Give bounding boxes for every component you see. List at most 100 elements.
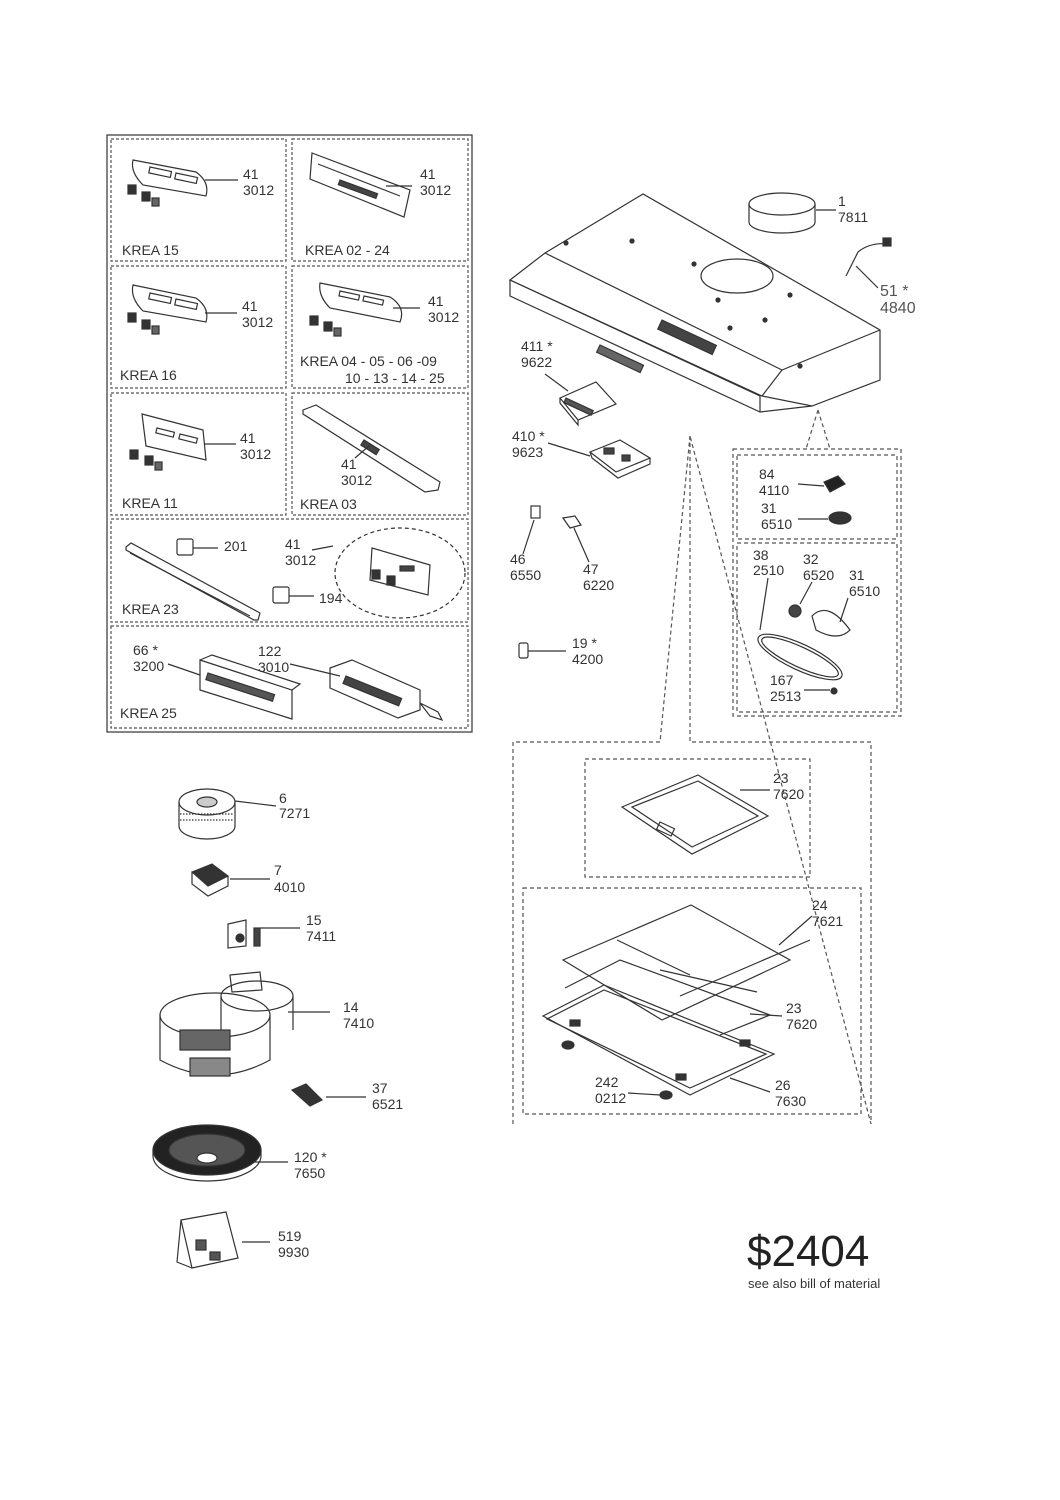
part-code-label: 3200 bbox=[133, 658, 165, 674]
part-number-label: 194 bbox=[319, 590, 343, 606]
screw-167-part bbox=[830, 687, 838, 695]
filter-23-mesh-part bbox=[564, 959, 772, 1036]
part-code-label: 7410 bbox=[343, 1015, 375, 1031]
part-code-label: 9622 bbox=[521, 354, 553, 370]
part-code-label: 3012 bbox=[243, 182, 275, 198]
variant-caption: KREA 25 bbox=[120, 705, 177, 721]
part-number-label: 66 * bbox=[133, 642, 158, 658]
part-code-label: 7621 bbox=[812, 913, 844, 929]
filter-23-top-part bbox=[620, 774, 770, 855]
panel-krea25 bbox=[110, 625, 469, 729]
part-code-label: 2510 bbox=[753, 562, 785, 578]
capacitor-7-part bbox=[190, 863, 230, 897]
part-code-label: 4110 bbox=[759, 482, 790, 498]
bracket-15-part bbox=[227, 919, 261, 949]
part-number-label: 14 bbox=[343, 999, 359, 1015]
part-number-label: 19 * bbox=[572, 635, 597, 651]
part-code-label: 3012 bbox=[341, 472, 373, 488]
diagram-code: $2404 bbox=[747, 1227, 870, 1276]
part-number-label: 41 bbox=[242, 298, 258, 314]
part-code-label: 6510 bbox=[761, 516, 793, 532]
variant-caption: KREA 11 bbox=[122, 495, 178, 511]
part-number-label: 167 bbox=[770, 672, 794, 688]
part-number-label: 31 bbox=[849, 567, 865, 583]
lamp-holder-84-part bbox=[823, 475, 846, 493]
krea25-control-part bbox=[199, 654, 444, 722]
variant-caption: KREA 03 bbox=[300, 496, 357, 512]
part-number-label: 122 bbox=[258, 643, 282, 659]
part-number-label: 41 bbox=[285, 536, 301, 552]
part-number-label: 31 bbox=[761, 500, 777, 516]
part-code-label: 3010 bbox=[258, 659, 290, 675]
variant-caption-line2: 10 - 13 - 14 - 25 bbox=[345, 370, 445, 386]
board-410-part bbox=[588, 439, 652, 479]
variant-grid-frame bbox=[106, 134, 473, 733]
part-number-label: 6 bbox=[279, 790, 287, 806]
krea11-control-part bbox=[129, 413, 207, 471]
part-code-label: 6550 bbox=[510, 567, 542, 583]
krea02-control-part bbox=[309, 152, 411, 218]
part-code-label: 3012 bbox=[242, 314, 274, 330]
part-code-label: 3012 bbox=[285, 552, 317, 568]
part-number-label: 46 bbox=[510, 551, 526, 567]
part-code-label: 9930 bbox=[278, 1244, 310, 1260]
part-code-label: 7271 bbox=[279, 805, 311, 821]
part-number-label: 84 bbox=[759, 466, 775, 482]
part-code-label: 7411 bbox=[306, 928, 337, 944]
capacitor-19-part bbox=[518, 642, 529, 659]
krea23-control-part bbox=[125, 527, 466, 621]
lamp-31-part bbox=[828, 511, 852, 525]
part-number-label: 41 bbox=[420, 166, 436, 182]
part-number-label: 1 bbox=[838, 193, 846, 209]
part-code-label: 3012 bbox=[240, 446, 272, 462]
gasket-38-part bbox=[757, 633, 843, 681]
part-number-label: 51 * bbox=[880, 283, 909, 300]
variant-caption: KREA 23 bbox=[122, 601, 179, 617]
part-code-label: 7620 bbox=[786, 1016, 818, 1032]
variant-caption: KREA 15 bbox=[122, 242, 179, 258]
part-number-label: 37 bbox=[372, 1080, 388, 1096]
part-number-label: 38 bbox=[753, 547, 769, 563]
bag-519-part bbox=[176, 1211, 239, 1269]
part-code-label: 4200 bbox=[572, 651, 604, 667]
part-code-label: 9623 bbox=[512, 444, 544, 460]
lampholder-32-part bbox=[788, 604, 802, 618]
krea15-control-part bbox=[127, 159, 208, 207]
collar-part bbox=[748, 192, 816, 234]
part-code-label: 7620 bbox=[773, 786, 805, 802]
part-number-label: 242 bbox=[595, 1074, 619, 1090]
part-code-label: 4010 bbox=[274, 879, 306, 895]
part-number-label: 120 * bbox=[294, 1149, 327, 1165]
panel-krea11 bbox=[110, 392, 287, 516]
part-number-label: 23 bbox=[786, 1000, 802, 1016]
variant-caption: KREA 16 bbox=[120, 367, 177, 383]
part-code-label: 7650 bbox=[294, 1165, 326, 1181]
krea16-control-part bbox=[127, 284, 208, 335]
part-number-label: 15 bbox=[306, 912, 322, 928]
cover-120-part bbox=[152, 1124, 262, 1182]
part-code-label: 7630 bbox=[775, 1093, 807, 1109]
variant-caption: KREA 04 - 05 - 06 -09 bbox=[300, 353, 437, 369]
cooker-hood-body bbox=[508, 193, 881, 413]
bulb-31-part bbox=[811, 609, 851, 637]
variant-caption: KREA 02 - 24 bbox=[305, 242, 390, 258]
knob-47-part bbox=[561, 515, 582, 529]
lighting-outer-frame bbox=[732, 448, 902, 717]
part-code-label: 7811 bbox=[838, 209, 869, 225]
fan-housing-14-part bbox=[159, 971, 294, 1077]
part-code-label: 6521 bbox=[372, 1096, 404, 1112]
fan-wheel-6-part bbox=[178, 788, 236, 840]
part-number-label: 23 bbox=[773, 770, 789, 786]
part-number-label: 47 bbox=[583, 561, 599, 577]
part-number-label: 201 bbox=[224, 538, 248, 554]
part-number-label: 24 bbox=[812, 897, 828, 913]
part-code-label: 6510 bbox=[849, 583, 881, 599]
part-code-label: 3012 bbox=[428, 309, 460, 325]
panel-krea03 bbox=[291, 392, 469, 516]
part-number-label: 410 * bbox=[512, 428, 545, 444]
part-number-label: 41 bbox=[243, 166, 259, 182]
part-code-label: 4840 bbox=[880, 300, 916, 317]
part-number-label: 7 bbox=[274, 862, 282, 878]
panel-krea16 bbox=[110, 265, 287, 389]
